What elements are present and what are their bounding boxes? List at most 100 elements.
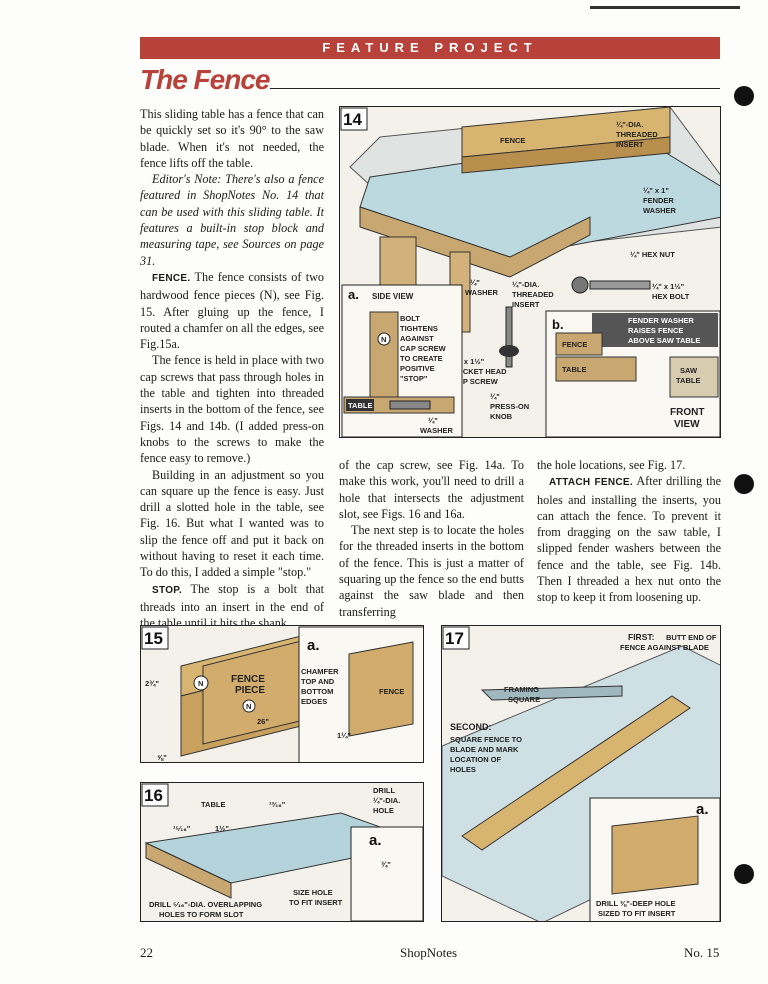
svg-text:DRILL ⁵⁄₁₆"-DIA. OVERLAPPING: DRILL ⁵⁄₁₆"-DIA. OVERLAPPING [149,900,262,909]
svg-text:TO CREATE: TO CREATE [400,354,443,363]
svg-text:¼": ¼" [470,278,480,287]
svg-text:SQUARE FENCE TO: SQUARE FENCE TO [450,735,522,744]
svg-text:TABLE: TABLE [562,365,586,374]
svg-text:VIEW: VIEW [674,419,700,430]
title-rule [270,88,720,89]
svg-text:DRILL: DRILL [373,786,395,795]
svg-text:SIDE VIEW: SIDE VIEW [372,292,414,301]
svg-text:FENCE: FENCE [379,687,404,696]
svg-text:EDGES: EDGES [301,697,327,706]
svg-text:26": 26" [257,717,269,726]
svg-text:BLADE AND MARK: BLADE AND MARK [450,745,519,754]
svg-text:N: N [246,702,251,711]
svg-text:KNOB: KNOB [490,412,513,421]
figure-16-illustration: 16 TABLE ¹³⁄₁₆" ¹⁵⁄₁₆" 1½" DRILL ¼"-DIA.… [141,783,423,921]
svg-text:¼"-DIA.: ¼"-DIA. [512,280,539,289]
svg-text:¹⁵⁄₁₆": ¹⁵⁄₁₆" [173,824,191,833]
svg-text:HOLES TO FORM SLOT: HOLES TO FORM SLOT [159,910,244,919]
paragraph: ATTACH FENCE. After drilling the holes a… [537,474,721,605]
svg-text:SECOND:: SECOND: [450,722,492,732]
svg-text:FENCE AGAINST BLADE: FENCE AGAINST BLADE [620,643,709,652]
svg-text:TABLE: TABLE [201,800,225,809]
top-rule-fragment [590,6,740,9]
svg-text:BUTT END OF: BUTT END OF [666,633,717,642]
svg-text:FENCE: FENCE [562,340,587,349]
svg-text:¹³⁄₁₆": ¹³⁄₁₆" [269,800,286,809]
svg-text:CAP SCREW: CAP SCREW [400,344,447,353]
svg-text:⅝": ⅝" [157,753,167,762]
svg-text:SQUARE: SQUARE [508,695,540,704]
figure-16: 16 TABLE ¹³⁄₁₆" ¹⁵⁄₁₆" 1½" DRILL ¼"-DIA.… [140,782,424,922]
svg-text:¼" x 1½": ¼" x 1½" [652,282,685,291]
paragraph: FENCE. The fence consists of two hardwoo… [140,269,324,352]
issue-number: No. 15 [684,945,720,960]
magazine-name: ShopNotes [400,945,458,960]
paragraph: The fence is held in place with two cap … [140,353,324,466]
svg-text:1½": 1½" [215,824,229,833]
fig15-inset-letter: a. [307,637,320,654]
svg-text:INSERT: INSERT [616,140,644,149]
svg-text:PIECE: PIECE [235,685,265,696]
svg-text:TOP AND: TOP AND [301,677,335,686]
svg-text:¼" x 1": ¼" x 1" [643,186,669,195]
paragraph: Building in an adjustment so you can squ… [140,467,324,580]
text-column-1: This sliding table has a fence that can … [140,106,324,632]
paragraph: This sliding table has a fence that can … [140,107,324,170]
binder-hole-mark [734,86,754,106]
figure-15: 15 2¾" N FENCE PIECE N 26" ⅝" a. CHAMFER… [140,625,424,763]
figure-14-illustration: 14 FENCE ¼"-DIA. THREADED INSERT ¼" x 1"… [340,107,720,437]
svg-text:FENDER: FENDER [643,196,674,205]
figure-17-illustration: 17 FIRST: BUTT END OF FENCE AGAINST BLAD… [442,626,720,921]
svg-text:THREADED: THREADED [616,130,658,139]
svg-text:BOLT: BOLT [400,314,420,323]
svg-text:¼"-DIA.: ¼"-DIA. [373,796,400,805]
svg-text:FRONT: FRONT [670,407,704,418]
svg-text:RAISES FENCE: RAISES FENCE [628,326,683,335]
figure-14: 14 FENCE ¼"-DIA. THREADED INSERT ¼" x 1"… [339,106,721,438]
fig17-number: 17 [445,629,464,648]
svg-text:TABLE: TABLE [348,401,372,410]
page-number: 22 [140,945,153,960]
svg-text:FRAMING: FRAMING [504,685,539,694]
svg-text:SIZED TO FIT INSERT: SIZED TO FIT INSERT [598,909,676,918]
svg-text:WASHER: WASHER [465,288,499,297]
editor-note: Editor's Note: There's also a fence feat… [140,172,324,268]
svg-text:TIGHTENS: TIGHTENS [400,324,438,333]
svg-text:¼": ¼" [428,416,438,425]
inset-a-letter: a. [348,287,359,302]
svg-text:PRESS-ON: PRESS-ON [490,402,529,411]
svg-text:SAW: SAW [680,366,698,375]
paragraph: the hole locations, see Fig. 17. [537,458,686,472]
svg-text:FIRST:: FIRST: [628,632,655,642]
svg-text:HOLE: HOLE [373,806,394,815]
svg-text:INSERT: INSERT [512,300,540,309]
binder-hole-mark [734,474,754,494]
svg-text:SOCKET HEAD: SOCKET HEAD [452,367,507,376]
svg-text:HEX BOLT: HEX BOLT [652,292,690,301]
article-title: The Fence [140,64,270,95]
svg-text:SIZE HOLE: SIZE HOLE [293,888,333,897]
svg-text:POSITIVE: POSITIVE [400,364,435,373]
svg-text:¾": ¾" [381,860,391,869]
svg-text:ABOVE SAW TABLE: ABOVE SAW TABLE [628,336,700,345]
svg-text:CHAMFER: CHAMFER [301,667,339,676]
figure-15-illustration: 15 2¾" N FENCE PIECE N 26" ⅝" a. CHAMFER… [141,626,423,762]
svg-text:AGAINST: AGAINST [400,334,434,343]
svg-text:¼"-DIA.: ¼"-DIA. [616,120,643,129]
svg-text:¼": ¼" [490,392,500,401]
figure-17: 17 FIRST: BUTT END OF FENCE AGAINST BLAD… [441,625,721,922]
svg-text:N: N [198,679,203,688]
svg-text:¼" x 1½": ¼" x 1½" [452,357,485,366]
fig14-hex-nut-label: ¼" HEX NUT [630,250,675,259]
svg-text:DRILL ⅜"-DEEP HOLE: DRILL ⅜"-DEEP HOLE [596,899,676,908]
binder-hole-mark [734,864,754,884]
inset-b-letter: b. [552,317,564,332]
svg-text:WASHER: WASHER [420,426,454,435]
svg-text:WASHER: WASHER [643,206,677,215]
fig16-number: 16 [144,786,163,805]
fig14-fence-label: FENCE [500,136,525,145]
svg-text:THREADED: THREADED [512,290,554,299]
fig15-number: 15 [144,629,163,648]
svg-text:CAP SCREW: CAP SCREW [452,377,499,386]
svg-text:BOTTOM: BOTTOM [301,687,333,696]
